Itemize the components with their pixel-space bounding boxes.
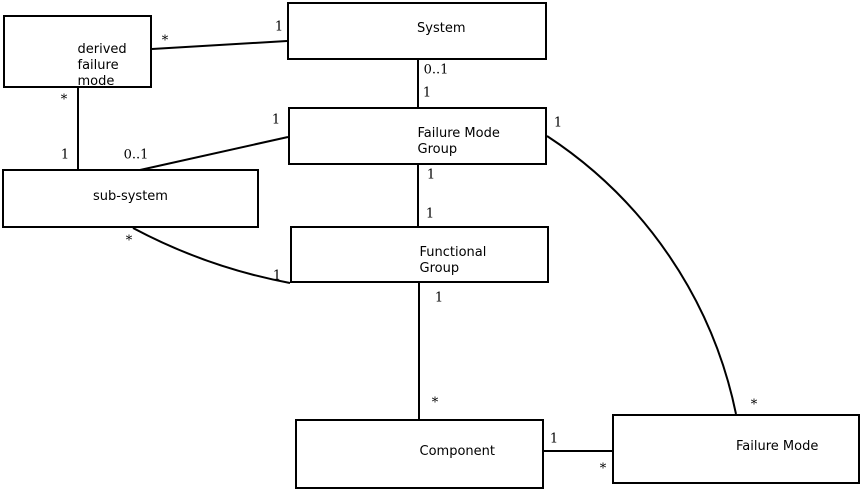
mult-component-failure-mode-source: 1 (549, 431, 559, 447)
edge-derived-failure-mode-system (151, 40, 288, 50)
mult-sub-system-failure-mode-group-target: 1 (271, 112, 281, 128)
node-component-label: Component (419, 444, 495, 459)
mult-derived-failure-mode-sub-system-source: * (60, 92, 68, 108)
mult-derived-failure-mode-sub-system-target: 1 (60, 147, 70, 163)
mult-derived-failure-mode-system-source: * (161, 33, 169, 49)
node-derived-failure-mode: derived failure mode (3, 15, 152, 89)
node-system: System (287, 2, 547, 60)
edge-sub-system-failure-mode-group (139, 136, 289, 171)
node-failure-mode-label: Failure Mode (736, 439, 819, 454)
node-failure-mode-group-label: Failure Mode Group (417, 126, 500, 157)
mult-sub-system-functional-group-source: * (125, 233, 133, 249)
mult-failure-mode-group-failure-mode-source: 1 (553, 115, 563, 131)
mult-functional-group-component-target: * (431, 395, 439, 411)
node-system-label: System (417, 21, 466, 36)
node-sub-system: sub-system (2, 169, 259, 228)
node-component: Component (295, 419, 544, 489)
mult-system-failure-mode-group-source: 0..1 (423, 62, 449, 78)
edge-sub-system-functional-group (132, 227, 291, 284)
mult-failure-mode-group-failure-mode-target: * (750, 397, 758, 413)
mult-derived-failure-mode-system-target: 1 (274, 19, 284, 35)
mult-sub-system-failure-mode-group-source: 0..1 (123, 147, 149, 163)
mult-system-failure-mode-group-target: 1 (422, 85, 432, 101)
mult-failure-mode-group-functional-group-target: 1 (425, 206, 435, 222)
mult-functional-group-component-source: 1 (434, 290, 444, 306)
node-derived-failure-mode-label: derived failure mode (77, 41, 127, 89)
mult-component-failure-mode-target: * (599, 461, 607, 477)
node-functional-group: Functional Group (290, 226, 549, 283)
node-functional-group-label: Functional Group (419, 244, 487, 276)
node-failure-mode: Failure Mode (612, 414, 860, 484)
mult-sub-system-functional-group-target: 1 (272, 268, 282, 284)
node-failure-mode-group: Failure Mode Group (288, 107, 547, 165)
node-sub-system-label: sub-system (93, 188, 168, 204)
mult-failure-mode-group-functional-group-source: 1 (426, 167, 436, 183)
edge-failure-mode-group-failure-mode (546, 135, 737, 415)
